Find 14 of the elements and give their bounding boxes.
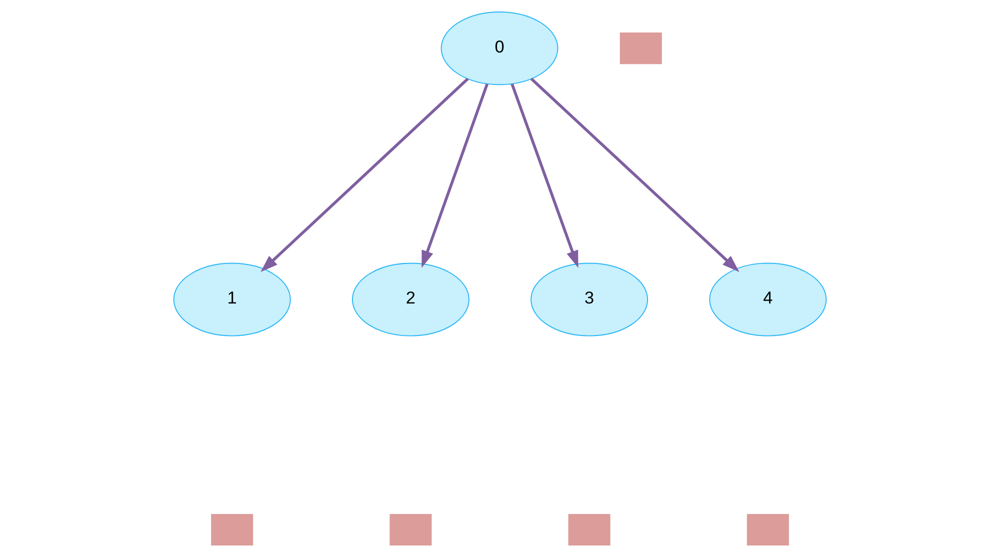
node-box <box>746 514 789 546</box>
node-box <box>620 32 662 64</box>
node-ellipse: 1 <box>173 262 291 336</box>
node-ellipse: 3 <box>530 262 648 336</box>
node-box <box>211 514 254 546</box>
arrow <box>510 83 578 268</box>
arrow <box>530 78 740 272</box>
node-box <box>390 514 432 546</box>
node-ellipse: 0 <box>440 12 558 86</box>
node-ellipse: 4 <box>709 262 827 336</box>
node-box <box>568 514 610 546</box>
arrow <box>422 83 489 268</box>
node-ellipse: 2 <box>352 262 470 336</box>
arrow <box>260 78 469 272</box>
